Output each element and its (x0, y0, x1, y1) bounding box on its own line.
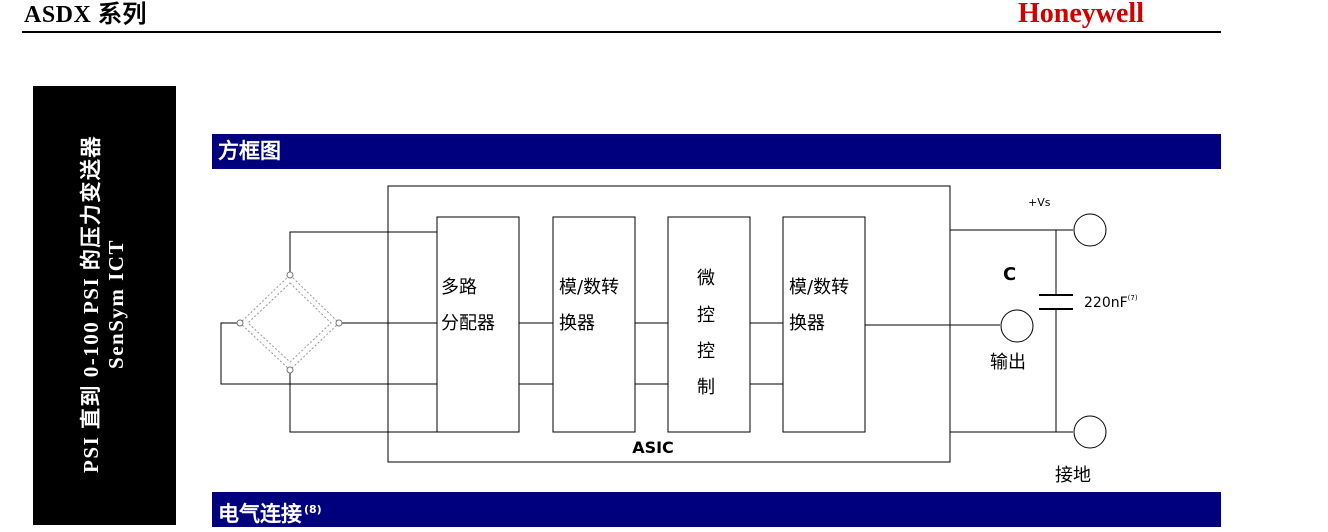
section-title-block-diagram: 方框图 (218, 139, 281, 163)
adc1-label-line1: 模/数转 (559, 277, 619, 298)
mcu-label-line4: 制 (697, 377, 715, 398)
bridge-node-left (236, 319, 244, 327)
terminal-supply-icon (1073, 213, 1107, 247)
side-tab (33, 86, 176, 525)
series-title: ASDX 系列 (24, 2, 147, 28)
dac-label-line1: 模/数转 (789, 277, 849, 298)
capacitor-note: (7) (1128, 294, 1138, 302)
mux-block (436, 216, 520, 433)
asic-label: ASIC (632, 438, 674, 457)
section-bar-electrical-connection: 电气连接(8) (212, 492, 1221, 527)
wire-bridge-top (289, 231, 437, 275)
wire-bridge-left (220, 322, 437, 385)
ground-label: 接地 (1055, 465, 1091, 486)
mcu-block (667, 216, 751, 433)
capacitor-label: C (1003, 264, 1016, 285)
section-title-electrical-connection: 电气连接 (218, 502, 302, 526)
terminal-output-icon (1000, 309, 1034, 343)
header-divider (22, 31, 1221, 33)
asic-box (387, 185, 951, 463)
section-note-electrical-connection: (8) (304, 503, 322, 516)
capacitor-value: 220nF(7) (1084, 294, 1138, 311)
mcu-label-line3: 控 (697, 341, 715, 362)
supply-label: +Vs (1028, 196, 1051, 209)
brand-logo-text: Honeywell (1018, 0, 1144, 29)
section-bar-block-diagram: 方框图 (212, 134, 1221, 169)
mcu-label-line1: 微 (697, 268, 715, 289)
dac-label-line2: 换器 (789, 313, 825, 334)
capacitor-value-text: 220nF (1084, 295, 1128, 311)
terminal-ground-icon (1073, 415, 1107, 449)
mux-label-line2: 分配器 (441, 313, 495, 334)
output-label: 输出 (990, 352, 1026, 373)
bridge-node-top (286, 271, 294, 279)
bridge-node-right (335, 319, 343, 327)
wheatstone-bridge-icon (239, 274, 340, 371)
mux-label-line1: 多路 (441, 277, 477, 298)
adc1-label-line2: 换器 (559, 313, 595, 334)
adc-block-1 (552, 216, 636, 433)
mcu-label-line2: 控 (697, 305, 715, 326)
bridge-node-bottom (286, 366, 294, 374)
wire-bridge-bottom (289, 370, 437, 433)
